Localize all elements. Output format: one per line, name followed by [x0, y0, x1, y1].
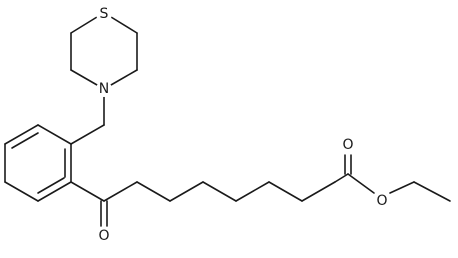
bond-ch2-aryl: [70, 124, 105, 145]
bond-aryl-carbonyl: [70, 181, 105, 202]
atom-ester-oxygen: O: [374, 193, 390, 209]
bond-chain-7: [301, 181, 336, 202]
aromatic-inner-2: [37, 177, 65, 194]
ester-group: [344, 154, 451, 202]
bond-chain-4: [202, 181, 237, 202]
aromatic-inner-1: [11, 132, 39, 149]
bond-chain-3: [169, 181, 204, 202]
bond-chain-8: [334, 173, 349, 183]
bond-ar5-ar6: [37, 181, 72, 202]
atom-sulfur: S: [96, 6, 112, 22]
atom-carbonyl-oxygen: O: [340, 137, 356, 153]
nitrogen-label: N: [99, 81, 109, 97]
bond-chain-6: [268, 181, 303, 202]
ketone-oxygen-label: O: [98, 228, 109, 244]
atom-nitrogen: N: [96, 81, 112, 97]
bond-ar4-ar5: [4, 181, 39, 202]
bond-ester-c-o: [347, 173, 375, 194]
sulfur-label: S: [100, 6, 109, 22]
benzene-ring: [4, 124, 72, 202]
bond-chain-1: [103, 181, 138, 202]
bond-s-c1: [70, 16, 98, 34]
bond-chain-2: [136, 181, 171, 202]
bond-ch2-ch3: [413, 181, 451, 202]
bond-ar1-ar2: [37, 124, 72, 145]
carbonyl-oxygen-label: O: [342, 137, 353, 153]
thiomorpholine-ring: [70, 16, 138, 90]
alkyl-chain: [103, 173, 349, 202]
bond-o-ch2: [389, 181, 415, 194]
bond-ar2-ar3: [4, 124, 39, 145]
ester-oxygen-label: O: [376, 193, 387, 209]
bond-chain-5: [235, 181, 270, 202]
atom-ketone-oxygen: O: [96, 228, 112, 244]
bond-c4-s: [110, 16, 138, 34]
